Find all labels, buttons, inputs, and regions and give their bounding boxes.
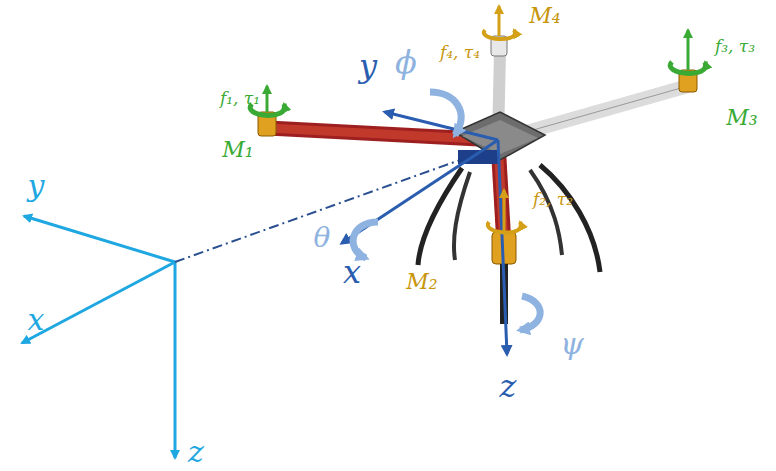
axis-label: x <box>343 256 361 288</box>
motor-label: M₄ <box>529 5 560 27</box>
axis-label: y <box>28 171 45 201</box>
force-torque-label: f₄, τ₄ <box>440 44 480 61</box>
force-torque-label: f₃, τ₃ <box>715 38 755 55</box>
angle-label: ψ <box>560 329 584 359</box>
axis-label: z <box>188 437 204 467</box>
axis-label: x <box>28 305 45 335</box>
axis-label: y <box>359 50 377 82</box>
force-torque-label: f₁, τ₁ <box>220 90 260 107</box>
force-torque-label: f₂, τ₂ <box>533 191 573 208</box>
angle-label: θ <box>314 224 331 252</box>
motor-label: M₃ <box>726 107 757 129</box>
motor-label: M₁ <box>222 139 253 161</box>
axis-label: z <box>500 370 517 402</box>
angle-label: ϕ <box>395 46 417 78</box>
motor-label: M₂ <box>406 271 437 293</box>
